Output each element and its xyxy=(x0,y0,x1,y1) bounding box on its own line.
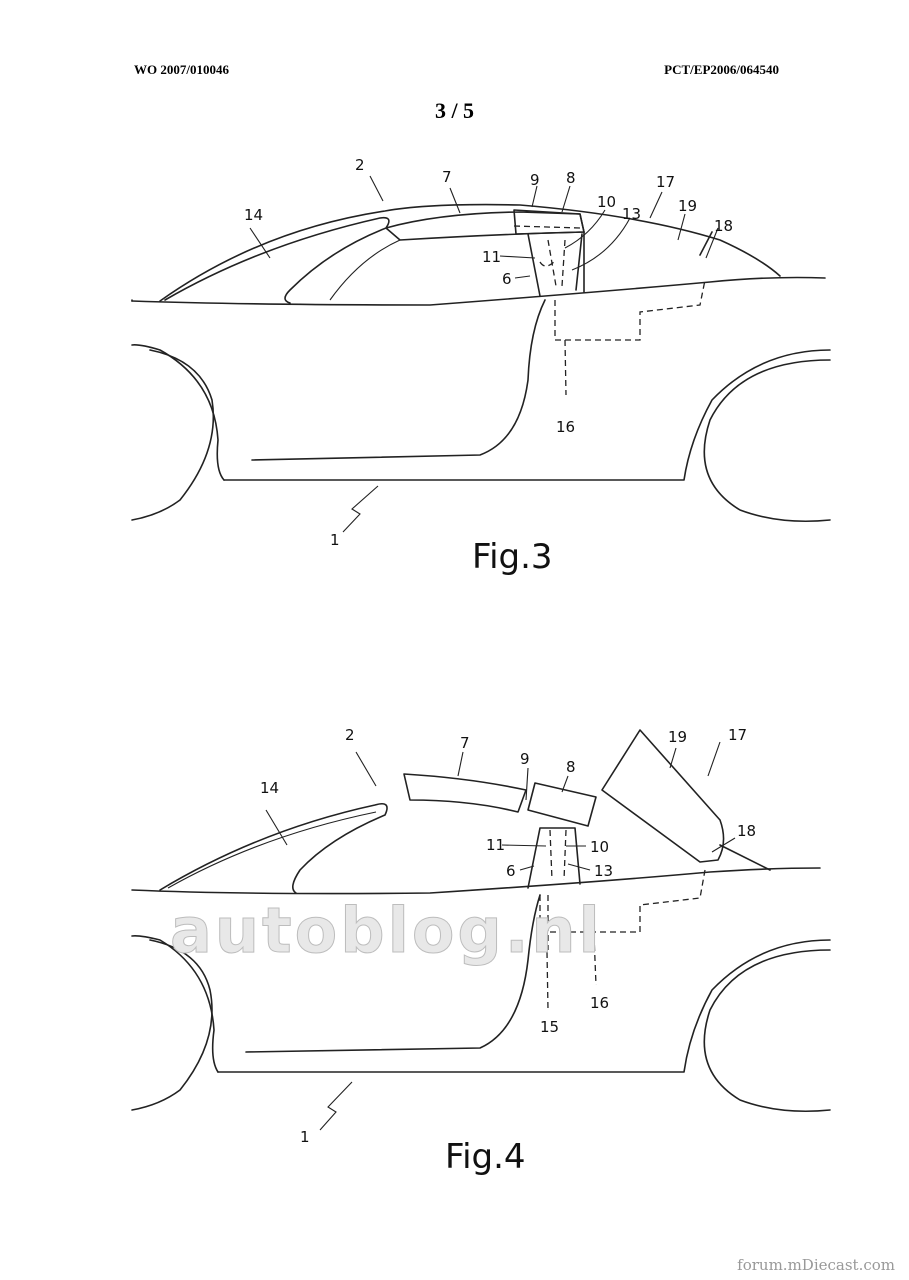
fig3-roof xyxy=(159,203,781,302)
fig3-ref-18: 18 xyxy=(714,217,733,235)
figure-4-drawing: 2 7 9 8 19 17 14 18 11 10 6 13 16 15 1 F… xyxy=(131,726,831,1177)
fig3-ref-1: 1 xyxy=(330,531,340,549)
fig4-door xyxy=(245,894,541,1053)
fig3-windscreen-frame xyxy=(164,216,390,304)
fig3-ref-17: 17 xyxy=(656,173,675,191)
fig4-ref-9: 9 xyxy=(520,750,530,768)
application-number: PCT/EP2006/064540 xyxy=(664,62,779,77)
fig4-ref-17: 17 xyxy=(728,726,747,744)
fig3-ref-2: 2 xyxy=(355,156,365,174)
publication-number: WO 2007/010046 xyxy=(134,62,229,77)
fig4-hidden-storage xyxy=(539,895,549,950)
fig4-ref-19: 19 xyxy=(668,728,687,746)
fig4-ref-16: 16 xyxy=(590,994,609,1012)
fig3-front-wheel xyxy=(131,349,215,521)
fig3-ref-13: 13 xyxy=(622,205,641,223)
fig4-ref-14: 14 xyxy=(260,779,279,797)
fig4-pillar xyxy=(527,827,581,889)
fig3-hidden-storage xyxy=(554,279,706,341)
fig4-ref-2: 2 xyxy=(345,726,355,744)
fig4-ref-1: 1 xyxy=(300,1128,310,1146)
fig4-lower-body xyxy=(217,939,831,1073)
footer-watermark: forum.mDiecast.com xyxy=(737,1256,895,1274)
fig4-front-wheel xyxy=(131,939,213,1111)
fig4-caption: Fig.4 xyxy=(445,1137,526,1177)
watermark-text: autoblog.nl xyxy=(170,894,603,967)
fig3-ref-6: 6 xyxy=(502,270,512,288)
fig4-ref-10: 10 xyxy=(590,838,609,856)
fig3-ref-16: 16 xyxy=(556,418,575,436)
fig4-roof-panel xyxy=(403,773,527,813)
fig3-ref-8: 8 xyxy=(566,169,576,187)
fig3-beltline xyxy=(131,276,826,306)
fig4-windscreen-frame xyxy=(159,802,388,894)
fig4-ref-6: 6 xyxy=(506,862,516,880)
fig3-rear-wheel xyxy=(703,359,831,522)
fig3-ref-10: 10 xyxy=(597,193,616,211)
figure-3-drawing: 2 7 9 8 17 14 10 13 19 18 11 6 16 1 Fig.… xyxy=(131,156,831,577)
fig4-ref-8: 8 xyxy=(566,758,576,776)
fig4-ref-15: 15 xyxy=(540,1018,559,1036)
fig3-lower-body xyxy=(131,299,831,481)
fig4-ref-18: 18 xyxy=(737,822,756,840)
fig3-caption: Fig.3 xyxy=(472,537,553,577)
fig3-pillar xyxy=(527,233,583,297)
sheet-number: 3 / 5 xyxy=(434,98,475,123)
fig4-rear-panel xyxy=(527,782,597,827)
fig3-ref-19: 19 xyxy=(678,197,697,215)
fig3-ref-7: 7 xyxy=(442,168,452,186)
fig4-ref-11: 11 xyxy=(486,836,505,854)
fig3-door xyxy=(251,299,546,461)
fig4-beltline xyxy=(131,867,821,895)
fig4-rear-wheel xyxy=(703,949,831,1112)
fig4-ref-7: 7 xyxy=(460,734,470,752)
fig3-ref-9: 9 xyxy=(530,171,540,189)
fig3-ref-11: 11 xyxy=(482,248,501,266)
fig3-fairing-edge xyxy=(699,231,713,256)
fig4-ref-13: 13 xyxy=(594,862,613,880)
fig3-ref-14: 14 xyxy=(244,206,263,224)
